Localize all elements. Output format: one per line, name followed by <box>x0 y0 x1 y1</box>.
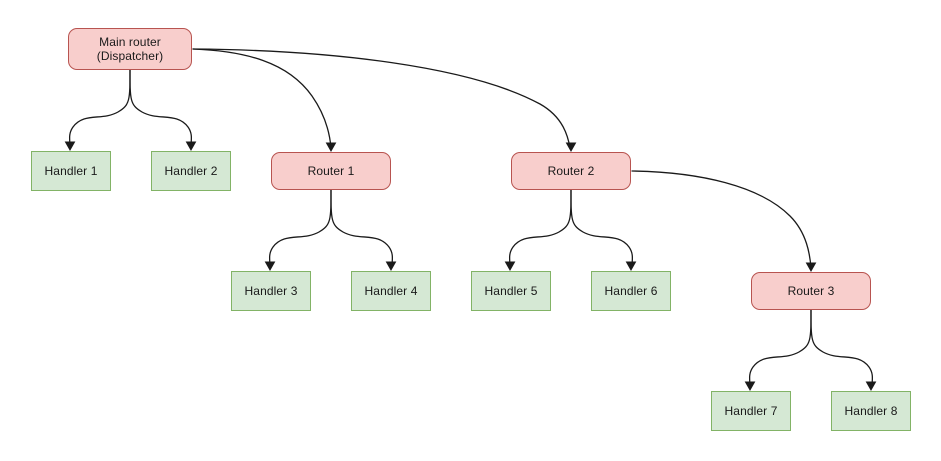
arrow-head-icon <box>264 261 276 272</box>
edge-e-main-r1 <box>192 48 337 153</box>
node-handler1[interactable]: Handler 1 <box>31 151 111 191</box>
edge-e-r3-h7 <box>744 309 812 392</box>
node-handler7[interactable]: Handler 7 <box>711 391 791 431</box>
node-main[interactable]: Main router (Dispatcher) <box>68 28 192 70</box>
edge-line <box>748 309 812 388</box>
edge-line <box>192 48 332 149</box>
arrow-head-icon <box>865 381 877 392</box>
node-handler5[interactable]: Handler 5 <box>471 271 551 311</box>
node-handler3[interactable]: Handler 3 <box>231 271 311 311</box>
node-handler2[interactable]: Handler 2 <box>151 151 231 191</box>
edge-line <box>330 189 394 268</box>
edge-line <box>810 309 874 388</box>
edge-line <box>631 170 812 269</box>
arrow-head-icon <box>385 261 397 272</box>
edge-e-main-h1 <box>64 69 131 152</box>
edge-line <box>268 189 332 268</box>
node-handler8[interactable]: Handler 8 <box>831 391 911 431</box>
node-router1[interactable]: Router 1 <box>271 152 391 190</box>
arrow-head-icon <box>504 261 516 272</box>
edge-e-r1-h3 <box>264 189 332 272</box>
edge-e-r1-h4 <box>330 189 397 272</box>
edge-e-r2-h5 <box>504 189 572 272</box>
edge-e-main-r2 <box>192 48 577 153</box>
edge-e-r2-r3 <box>631 170 817 273</box>
edge-line <box>192 48 571 149</box>
arrow-head-icon <box>744 381 756 392</box>
edge-line <box>68 69 131 148</box>
edge-line <box>129 69 193 148</box>
edge-e-r2-h6 <box>570 189 637 272</box>
arrow-head-icon <box>185 141 197 152</box>
edge-line <box>570 189 634 268</box>
arrow-head-icon <box>565 142 577 153</box>
arrow-head-icon <box>64 141 76 152</box>
node-router3[interactable]: Router 3 <box>751 272 871 310</box>
edge-e-main-h2 <box>129 69 197 152</box>
arrow-head-icon <box>625 261 637 272</box>
node-handler6[interactable]: Handler 6 <box>591 271 671 311</box>
arrow-head-icon <box>325 142 337 153</box>
node-router2[interactable]: Router 2 <box>511 152 631 190</box>
edge-e-r3-h8 <box>810 309 877 392</box>
node-handler4[interactable]: Handler 4 <box>351 271 431 311</box>
edge-line <box>508 189 572 268</box>
arrow-head-icon <box>805 262 817 273</box>
